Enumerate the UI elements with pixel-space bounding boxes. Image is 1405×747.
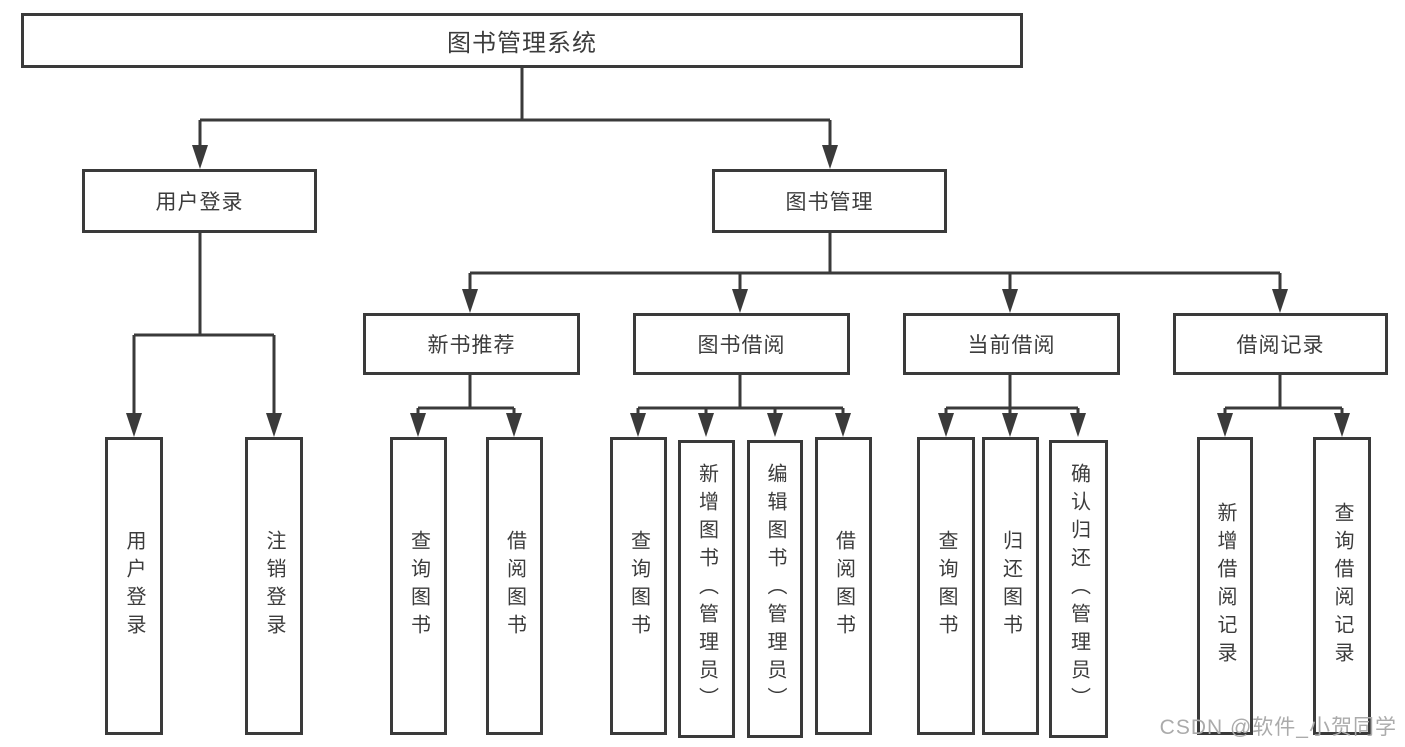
node-new-book-recommend: 新书推荐 <box>363 313 580 375</box>
leaf-add-book-admin: 新增图书（管理员） <box>678 440 735 738</box>
leaf-borrow-books: 借阅图书 <box>486 437 543 735</box>
leaf-edit-book-admin: 编辑图书（管理员） <box>747 440 803 738</box>
leaf-logout-login: 注销登录 <box>245 437 303 735</box>
node-user-login: 用户登录 <box>82 169 317 233</box>
node-current-borrowing: 当前借阅 <box>903 313 1120 375</box>
csdn-watermark: CSDN @软件_小贺同学 <box>1159 716 1397 739</box>
leaf-user-login: 用户登录 <box>105 437 163 735</box>
leaf-query-books: 查询图书 <box>390 437 447 735</box>
leaf-query-borrow-record: 查询借阅记录 <box>1313 437 1371 735</box>
leaf-return-book: 归还图书 <box>982 437 1039 735</box>
node-book-management: 图书管理 <box>712 169 947 233</box>
leaf-add-borrow-record: 新增借阅记录 <box>1197 437 1253 735</box>
leaf-borrow-books: 借阅图书 <box>815 437 872 735</box>
leaf-confirm-return-admin: 确认归还（管理员） <box>1049 440 1108 738</box>
node-borrowing-records: 借阅记录 <box>1173 313 1388 375</box>
leaf-query-books: 查询图书 <box>610 437 667 735</box>
node-library-system: 图书管理系统 <box>21 13 1023 68</box>
node-book-borrowing: 图书借阅 <box>633 313 850 375</box>
leaf-query-books: 查询图书 <box>917 437 975 735</box>
